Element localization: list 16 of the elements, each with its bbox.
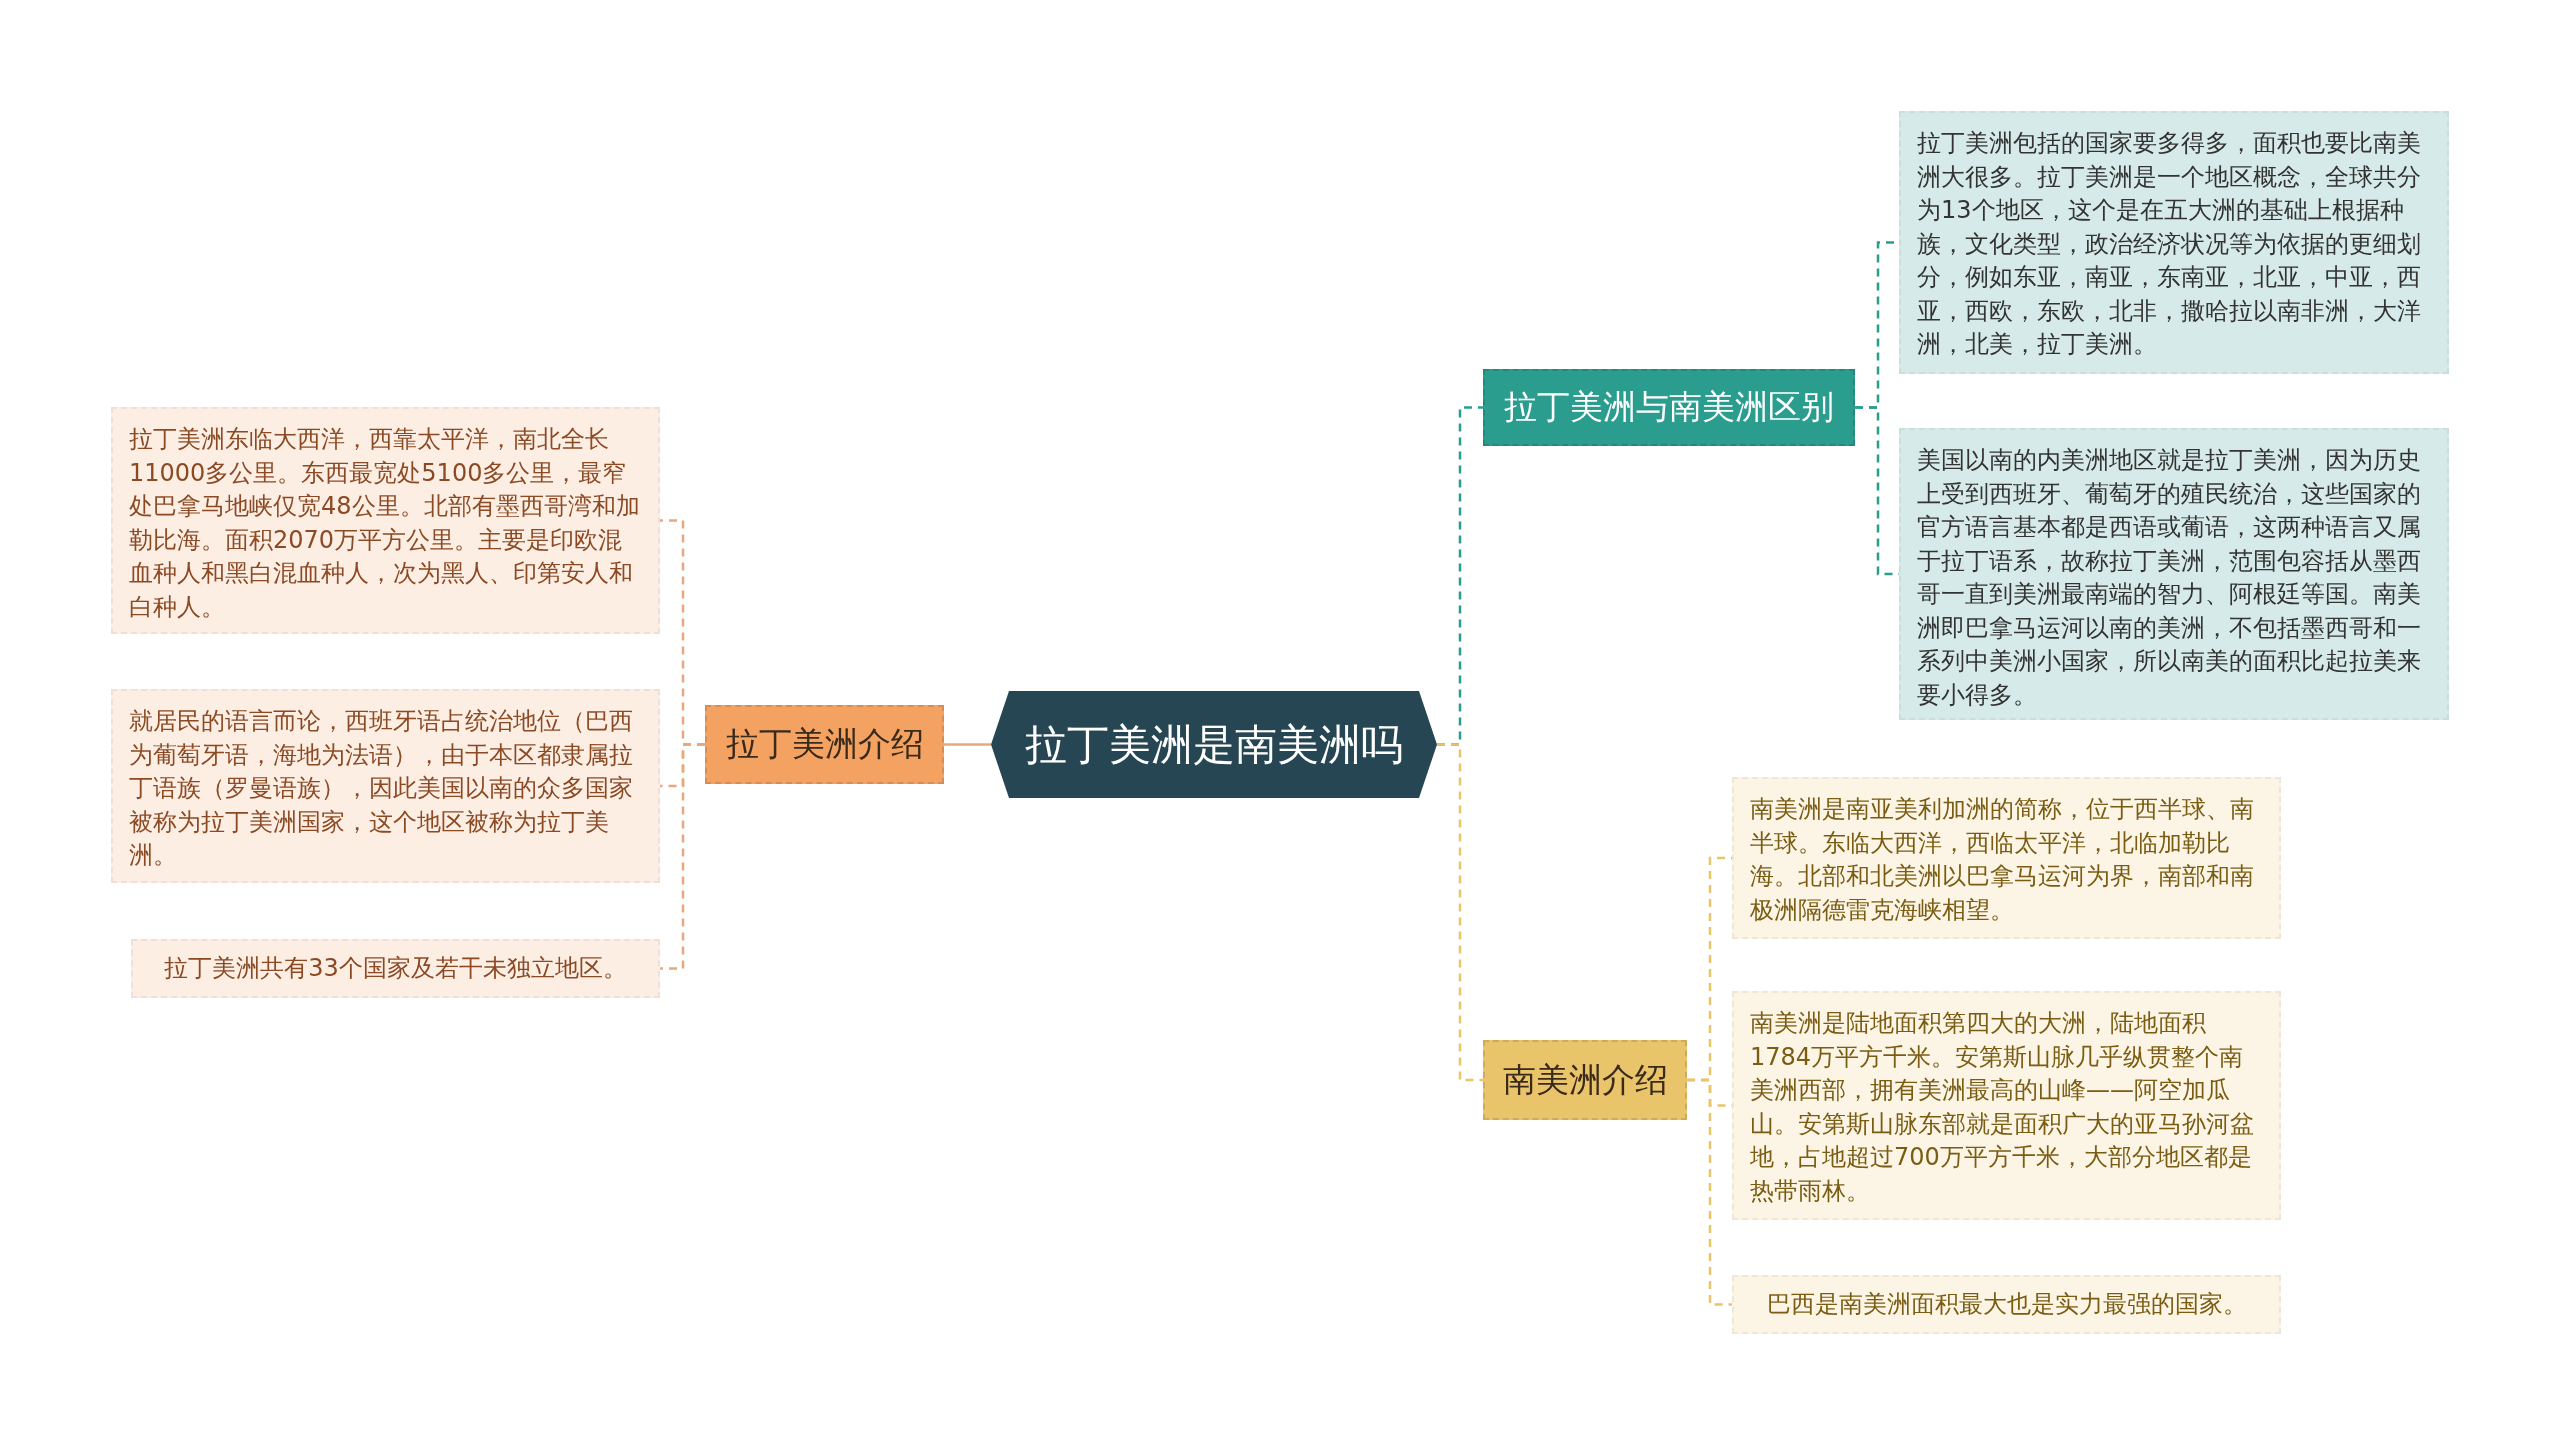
note-box: 巴西是南美洲面积最大也是实力最强的国家。 xyxy=(1732,1275,2281,1334)
note-box: 美国以南的内美洲地区就是拉丁美洲，因为历史上受到西班牙、葡萄牙的殖民统治，这些国家的官方语言基本都是西语或葡语，这两种语言又属于拉丁语系，故称拉丁美洲，范围包容括从墨西哥一直到美洲最南端的智力、阿根廷等国。南美洲即巴拿马运河以南的美洲，不包括墨西哥和一系列中美洲小国家，所以南美的面积比起拉美来要小得多。 xyxy=(1899,428,2449,720)
branch-topic: 南美洲介绍 xyxy=(1483,1040,1687,1120)
note-box: 就居民的语言而论，西班牙语占统治地位（巴西为葡萄牙语，海地为法语），由于本区都隶属拉丁语族（罗曼语族），因此美国以南的众多国家被称为拉丁美洲国家，这个地区被称为拉丁美洲。 xyxy=(111,689,660,883)
central-topic: 拉丁美洲是南美洲吗 xyxy=(991,691,1437,798)
connector-line xyxy=(1687,1078,1732,1306)
note-box: 南美洲是陆地面积第四大的大洲，陆地面积1784万平方千米。安第斯山脉几乎纵贯整个南美洲西部，拥有美洲最高的山峰——阿空加瓜山。安第斯山脉东部就是面积广大的亚马孙河盆地，占地超过700万平方千米，大部分地区都是热带雨林。 xyxy=(1732,991,2281,1220)
branch-topic: 拉丁美洲介绍 xyxy=(705,705,944,784)
connector-line xyxy=(1437,743,1483,1082)
connector-line xyxy=(660,743,705,970)
branch-topic: 拉丁美洲与南美洲区别 xyxy=(1483,369,1855,446)
note-box: 拉丁美洲包括的国家要多得多，面积也要比南美洲大很多。拉丁美洲是一个地区概念，全球共分为13个地区，这个是在五大洲的基础上根据种族，文化类型，政治经济状况等为依据的更细划分，例如东亚，南亚，东南亚，北亚，中亚，西亚，西欧，东欧，北非，撒哈拉以南非洲，大洋洲，北美，拉丁美洲。 xyxy=(1899,111,2449,374)
connector-line xyxy=(944,743,991,746)
note-box: 拉丁美洲共有33个国家及若干未独立地区。 xyxy=(131,939,660,998)
note-box: 南美洲是南亚美利加洲的简称，位于西半球、南半球。东临大西洋，西临太平洋，北临加勒比海。北部和北美洲以巴拿马运河为界，南部和南极洲隔德雷克海峡相望。 xyxy=(1732,777,2281,939)
note-box: 拉丁美洲东临大西洋，西靠太平洋，南北全长11000多公里。东西最宽处5100多公里，最窄处巴拿马地峡仅宽48公里。北部有墨西哥湾和加勒比海。面积2070万平方公里。主要是印欧混血种人和黑白混血种人，次为黑人、印第安人和白种人。 xyxy=(111,407,660,634)
